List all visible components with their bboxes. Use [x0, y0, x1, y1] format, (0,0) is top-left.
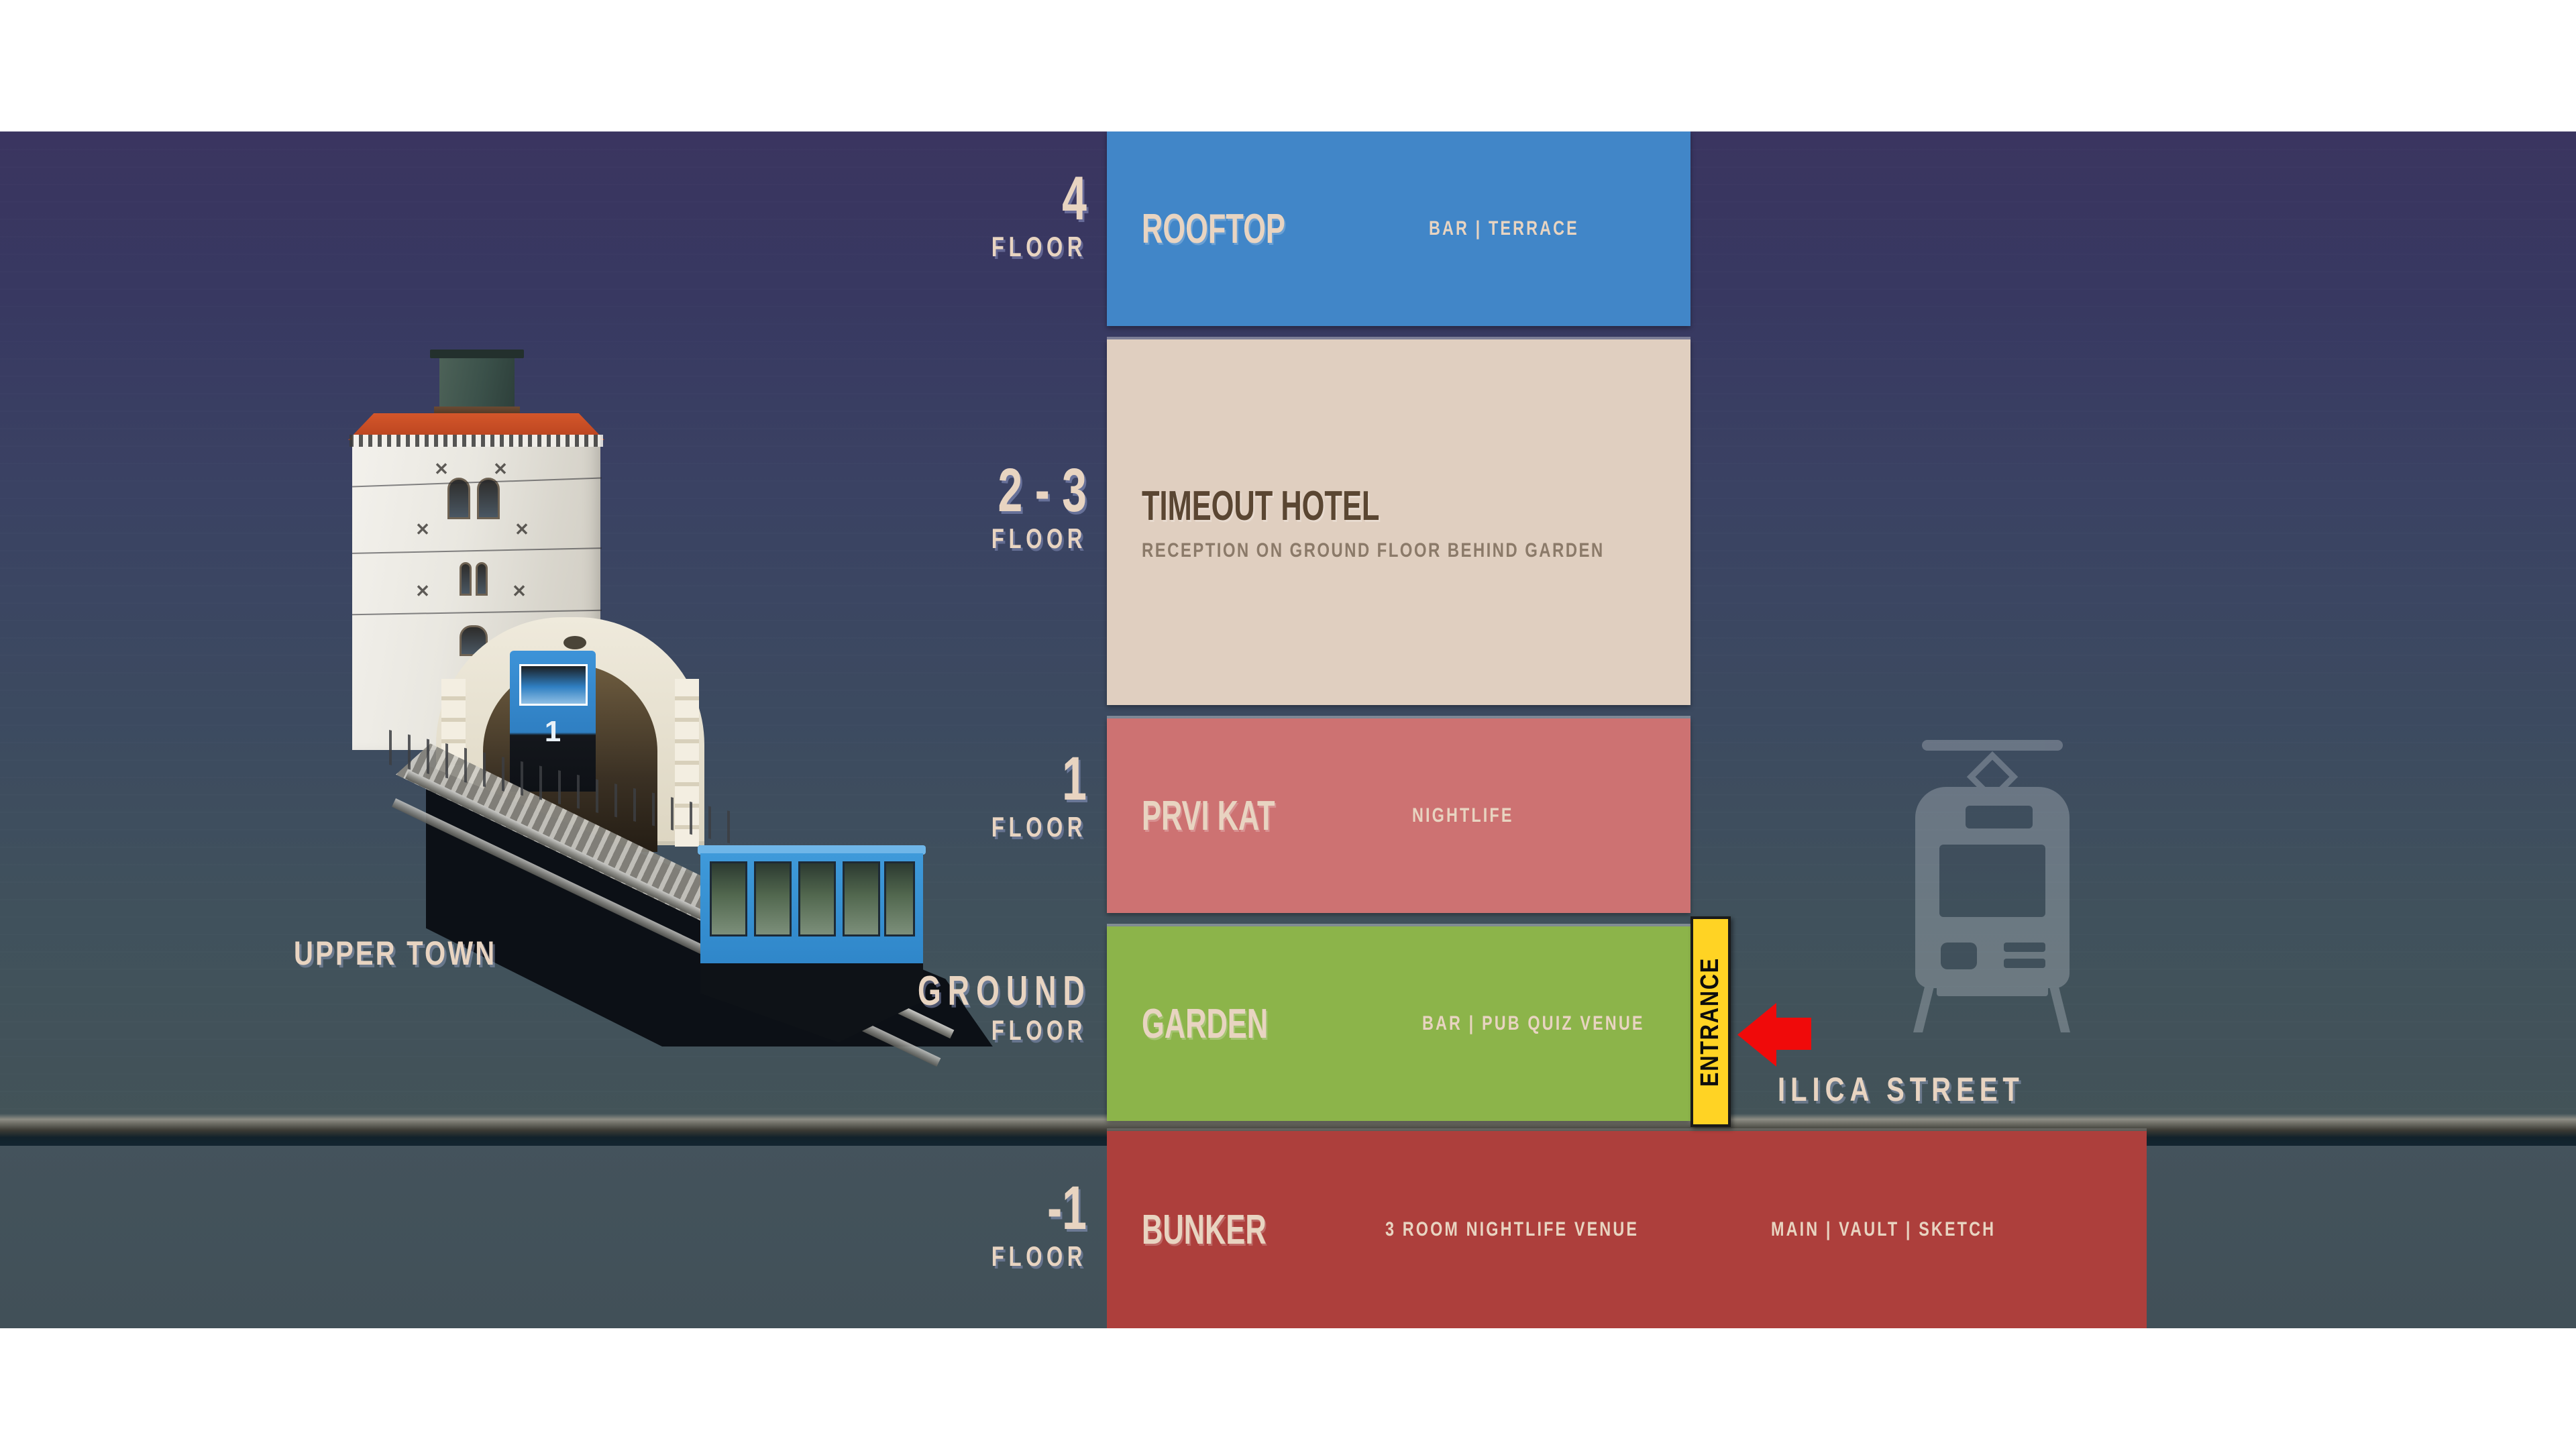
floor-block-prvi-kat[interactable]: PRVI KAT NIGHTLIFE: [1107, 718, 1690, 913]
floor-name: ROOFTOP: [1142, 205, 1285, 252]
floor-meta: NIGHTLIFE: [1412, 804, 1514, 826]
floor-word: FLOOR: [991, 810, 1087, 843]
funicular-car-lower: [698, 845, 926, 1042]
arrow-head: [1737, 1003, 1776, 1067]
upper-town-scene: ✕ ✕ ✕ ✕ ✕ ✕: [295, 335, 1006, 1127]
tram-headlamp-right: [2004, 943, 2045, 952]
tower-anchor-x-3: ✕: [415, 519, 430, 539]
tower-window-mid-right: [476, 562, 488, 596]
floor-label-minus-1: -1 FLOOR: [872, 1174, 1087, 1273]
entrance-marker[interactable]: ENTRANCE: [1690, 916, 1731, 1127]
top-white-band: [0, 0, 2576, 131]
tower-anchor-x-1: ✕: [434, 459, 449, 479]
funicular-window-5: [884, 861, 915, 936]
funicular-window-2: [754, 861, 792, 936]
floor-label-1: 1 FLOOR: [872, 745, 1087, 843]
floor-name: PRVI KAT: [1142, 792, 1275, 839]
floor-number: 4: [1062, 164, 1087, 233]
tower-anchor-x-2: ✕: [493, 459, 508, 479]
floor-word: FLOOR: [991, 1014, 1087, 1046]
floor-block-garden[interactable]: GARDEN BAR | PUB QUIZ VENUE: [1107, 926, 1690, 1121]
floor-name: BUNKER: [1142, 1206, 1267, 1253]
floor-block-rooftop[interactable]: ROOFTOP BAR | TERRACE: [1107, 131, 1690, 326]
gate-oculus: [564, 636, 586, 649]
upper-town-label: UPPER TOWN: [294, 934, 497, 972]
tower-window-upper-left: [447, 478, 470, 519]
floor-name: GARDEN: [1142, 1000, 1269, 1047]
tram-skirt: [1937, 981, 2048, 996]
floor-block-bunker[interactable]: BUNKER 3 ROOM NIGHTLIFE VENUE MAIN | VAU…: [1107, 1131, 2147, 1328]
entrance-label: ENTRANCE: [1696, 957, 1725, 1087]
tram-icon: [1909, 735, 2076, 1032]
tower-window-upper-right: [477, 478, 500, 519]
tower-window-mid-left: [460, 562, 472, 596]
entrance-arrow-icon: [1737, 1003, 1811, 1067]
floor-subtitle: RECEPTION ON GROUND FLOOR BEHIND GARDEN: [1142, 539, 1605, 561]
floor-number: GROUND: [918, 968, 1091, 1014]
ilica-street-label: ILICA STREET: [1778, 1071, 2025, 1108]
floor-block-stack: ROOFTOP BAR | TERRACE TIMEOUT HOTEL RECE…: [1107, 131, 1690, 1121]
funicular-window-4: [843, 861, 880, 936]
tram-body: [1915, 787, 2070, 988]
tower-anchor-x-5: ✕: [415, 581, 430, 601]
floor-word: FLOOR: [991, 522, 1087, 554]
tower-lantern: [430, 350, 524, 415]
funicular-window-3: [798, 861, 836, 936]
tram-pantograph-bar: [1922, 740, 2063, 751]
floor-number: 2 - 3: [998, 456, 1087, 525]
floor-block-hotel[interactable]: TIMEOUT HOTEL RECEPTION ON GROUND FLOOR …: [1107, 339, 1690, 705]
tower-anchor-x-4: ✕: [515, 519, 529, 539]
floor-meta: 3 ROOM NIGHTLIFE VENUE: [1385, 1218, 1640, 1240]
tram-rail-right: [2049, 984, 2070, 1032]
floor-label-4: 4 FLOOR: [872, 164, 1087, 263]
floor-number: -1: [1047, 1174, 1087, 1242]
funicular-window-1: [710, 861, 747, 936]
tram-headlamp-left: [1941, 943, 1977, 969]
floor-meta: BAR | PUB QUIZ VENUE: [1422, 1012, 1645, 1034]
bottom-white-band: [0, 1328, 2576, 1449]
floor-label-ground: GROUND FLOOR: [852, 968, 1091, 1046]
tower-cornice: [350, 435, 603, 447]
tram-rail-left: [1913, 984, 1935, 1032]
floor-word: FLOOR: [991, 230, 1087, 262]
floor-meta: BAR | TERRACE: [1429, 217, 1579, 239]
floor-name: TIMEOUT HOTEL: [1142, 483, 1380, 529]
floor-word: FLOOR: [991, 1240, 1087, 1272]
floor-meta-rooms: MAIN | VAULT | SKETCH: [1771, 1218, 1996, 1240]
tower-anchor-x-6: ✕: [512, 581, 527, 601]
tram-windscreen: [1939, 845, 2045, 917]
funicular-car-roof: [698, 845, 926, 855]
floor-label-2-3: 2 - 3 FLOOR: [872, 456, 1087, 555]
tram-destination-sign: [1966, 806, 2033, 828]
floor-number: 1: [1062, 745, 1087, 813]
hotel-text-stack: TIMEOUT HOTEL RECEPTION ON GROUND FLOOR …: [1107, 482, 1720, 562]
